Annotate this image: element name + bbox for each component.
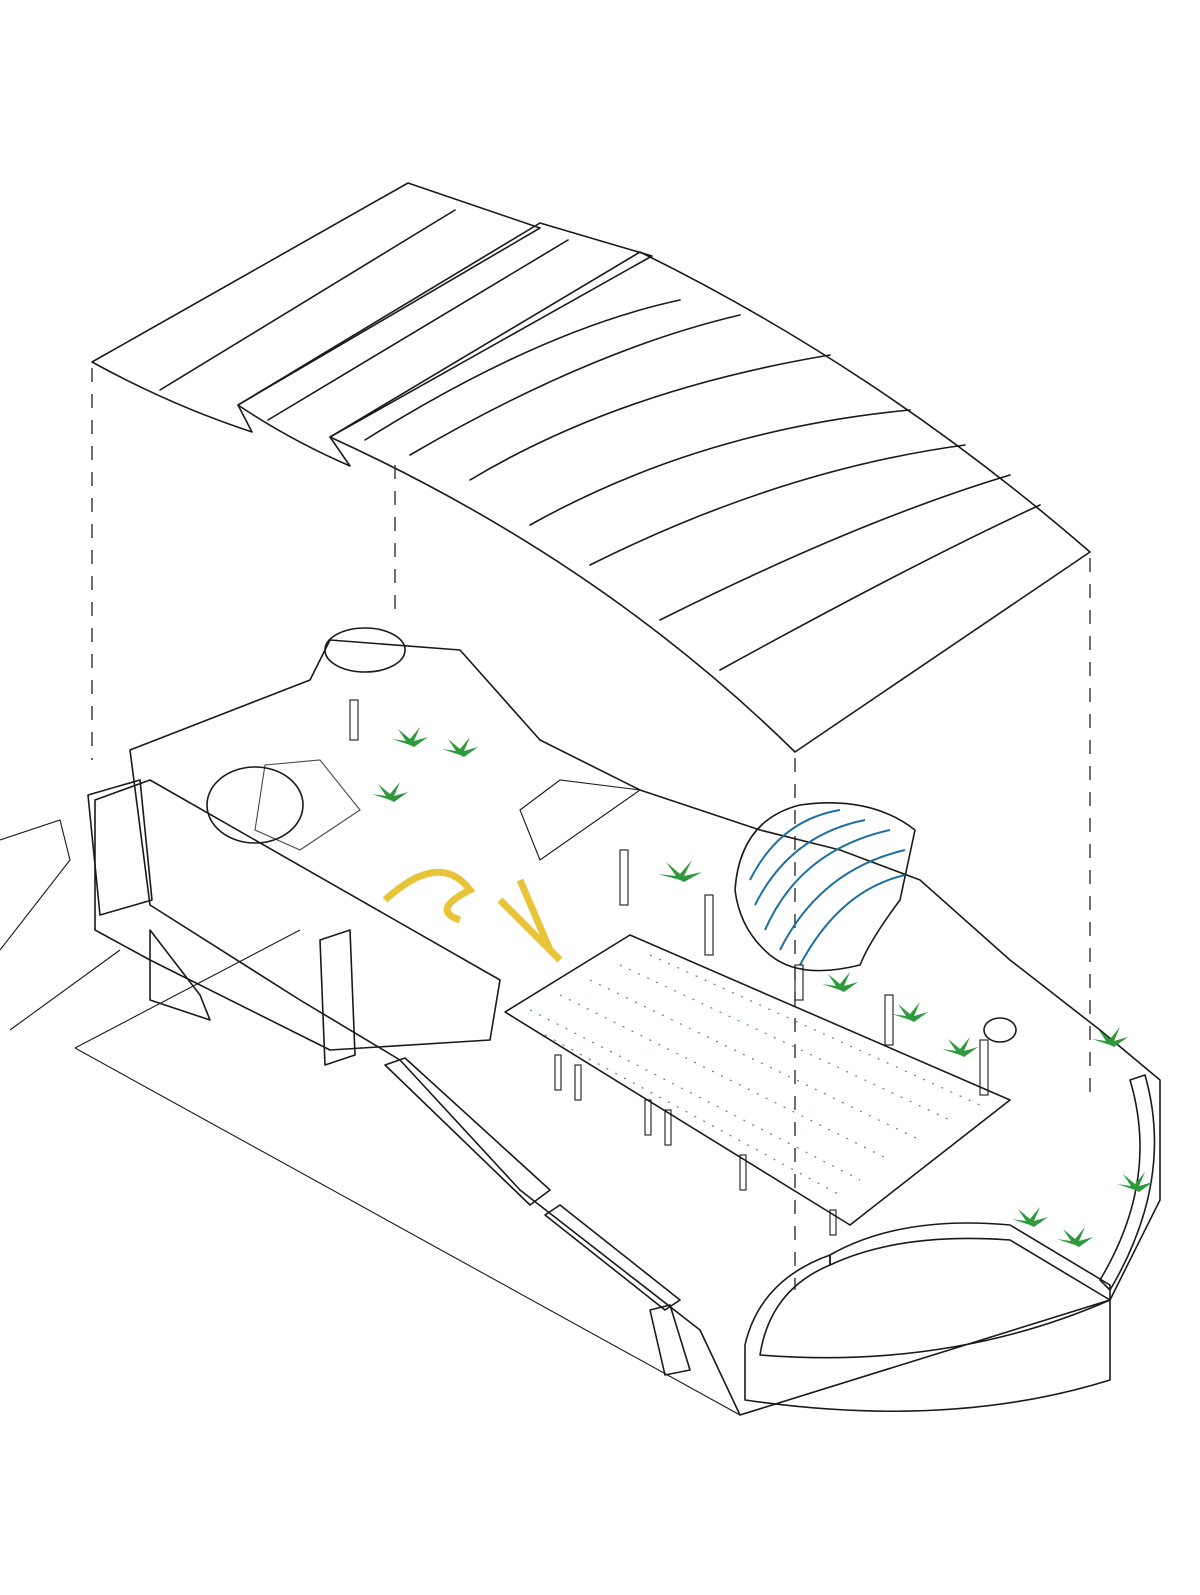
palm-icon: [892, 1002, 928, 1022]
small-pool-ring: [983, 1017, 1017, 1043]
ramp-wall: [149, 929, 211, 1021]
projection-lines: [91, 368, 1091, 1290]
tower-left: [87, 779, 153, 916]
palm-icon: [392, 727, 428, 747]
ground-outline: [0, 819, 1111, 1416]
right-curved-wall: [1099, 1074, 1156, 1291]
palm-icon: [942, 1037, 978, 1057]
building-base: [0, 627, 1161, 1416]
teal-wall: [829, 1222, 1111, 1301]
roof-panel-middle: [237, 222, 653, 467]
pool-dots: [529, 954, 981, 1196]
palm-trees: [372, 727, 1153, 1247]
sand-area: [519, 779, 642, 861]
grotto: [206, 766, 304, 844]
water-slide: [382, 868, 563, 963]
palm-icon: [658, 860, 702, 882]
palm-icon: [1117, 1172, 1153, 1192]
roof-canopy: [91, 182, 1091, 753]
columns: [349, 699, 989, 1236]
wave-dome: [734, 802, 916, 972]
circular-pool: [324, 627, 406, 673]
palm-icon: [822, 972, 858, 992]
tower-right: [319, 929, 356, 1066]
palm-icon: [1057, 1227, 1093, 1247]
curved-front-wall: [744, 1254, 1111, 1413]
palm-icon: [1092, 1027, 1128, 1047]
front-wall-3: [649, 1304, 691, 1376]
yellow-grid-area: [254, 759, 361, 851]
front-wall-1: [384, 1057, 551, 1206]
pool: [504, 934, 1011, 1226]
dome-shell: [734, 802, 916, 972]
platform-floor: [129, 639, 1161, 1416]
palm-icon: [442, 737, 478, 757]
palm-icon: [372, 782, 408, 802]
front-wall-2: [544, 1204, 681, 1311]
left-wall: [94, 779, 501, 1051]
palm-icon: [1012, 1207, 1048, 1227]
roof-panel-main: [329, 251, 1091, 753]
roof-panel-rear: [91, 182, 541, 433]
